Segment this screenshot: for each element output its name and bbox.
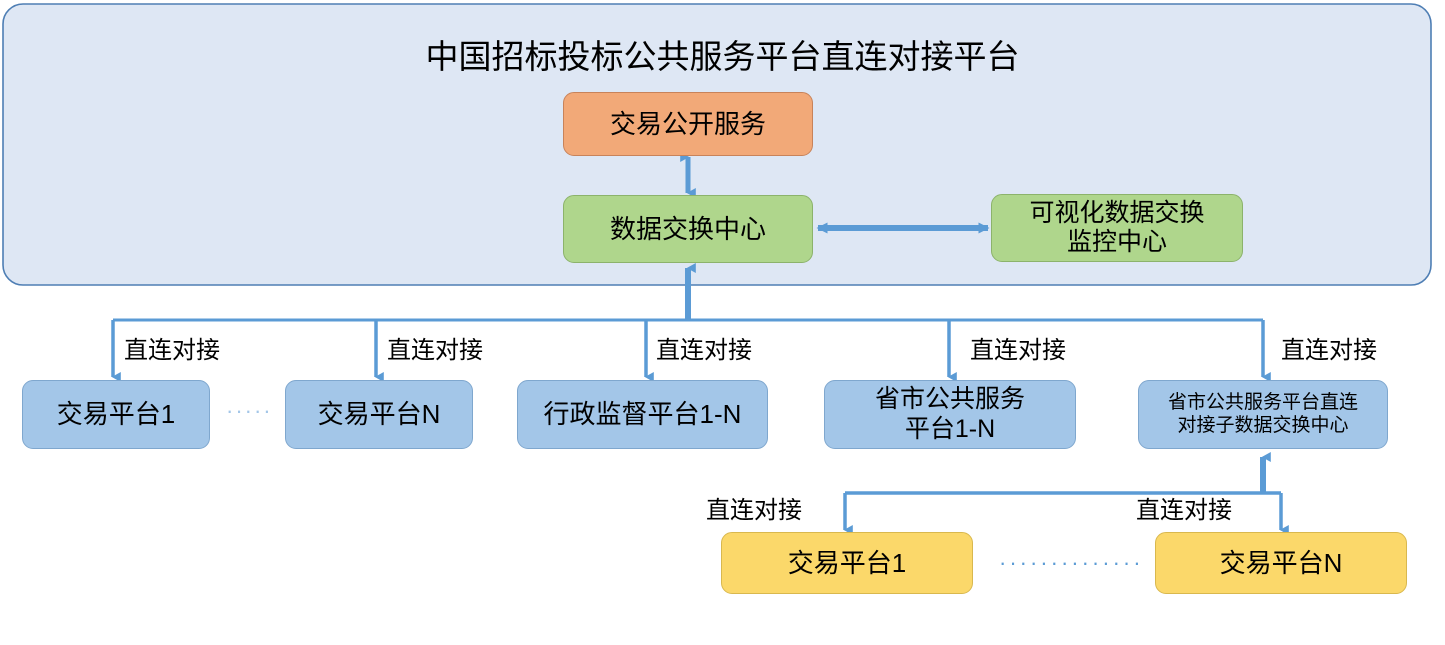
node-data-exchange-center[interactable]: 数据交换中心 xyxy=(563,195,813,263)
node-trade-platform-n-label: 交易平台N xyxy=(317,399,441,430)
node-trade-public-service-label: 交易公开服务 xyxy=(609,108,766,139)
node-data-exchange-center-label: 数据交换中心 xyxy=(609,213,766,244)
edge-label-direct-connect-6: 直连对接 xyxy=(706,497,802,524)
node-province-city-public-platform-label-line2: 平台1-N xyxy=(904,414,996,443)
node-province-sub-data-exchange-center-label-line1: 省市公共服务平台直连 xyxy=(1167,392,1358,414)
node-province-city-public-platform[interactable]: 省市公共服务 平台1-N xyxy=(824,380,1076,449)
edge-label-direct-connect-3: 直连对接 xyxy=(656,337,752,364)
row-ellipsis-top: ····· xyxy=(226,398,273,423)
node-sub-trade-platform-1[interactable]: 交易平台1 xyxy=(721,532,973,594)
edge-label-direct-connect-5: 直连对接 xyxy=(1281,337,1377,364)
node-trade-platform-n[interactable]: 交易平台N xyxy=(285,380,473,449)
node-sub-trade-platform-n[interactable]: 交易平台N xyxy=(1155,532,1407,594)
node-admin-supervise-platform[interactable]: 行政监督平台1-N xyxy=(517,380,768,449)
page-title: 中国招标投标公共服务平台直连对接平台 xyxy=(425,38,1020,75)
node-trade-platform-1-label: 交易平台1 xyxy=(56,399,176,430)
node-trade-public-service[interactable]: 交易公开服务 xyxy=(563,92,813,156)
edge-label-direct-connect-7: 直连对接 xyxy=(1136,497,1232,524)
node-province-city-public-platform-label-line1: 省市公共服务 xyxy=(874,385,1025,413)
node-visual-monitor-center-label-line1: 可视化数据交换 xyxy=(1029,198,1205,227)
node-visual-monitor-center-label-line2: 监控中心 xyxy=(1066,228,1167,256)
edge-label-direct-connect-2: 直连对接 xyxy=(387,337,483,364)
edge-label-direct-connect-1: 直连对接 xyxy=(124,337,220,364)
edge-label-direct-connect-4: 直连对接 xyxy=(970,337,1066,364)
node-sub-trade-platform-n-label: 交易平台N xyxy=(1219,547,1343,578)
node-province-sub-data-exchange-center-label-line2: 对接子数据交换中心 xyxy=(1177,414,1349,436)
node-trade-platform-1[interactable]: 交易平台1 xyxy=(22,380,210,449)
row-ellipsis-bottom: ·············· xyxy=(999,550,1144,575)
node-province-sub-data-exchange-center[interactable]: 省市公共服务平台直连 对接子数据交换中心 xyxy=(1138,380,1388,449)
node-admin-supervise-platform-label: 行政监督平台1-N xyxy=(543,399,742,430)
node-sub-trade-platform-1-label: 交易平台1 xyxy=(787,547,907,578)
node-visual-monitor-center[interactable]: 可视化数据交换 监控中心 xyxy=(991,194,1243,262)
